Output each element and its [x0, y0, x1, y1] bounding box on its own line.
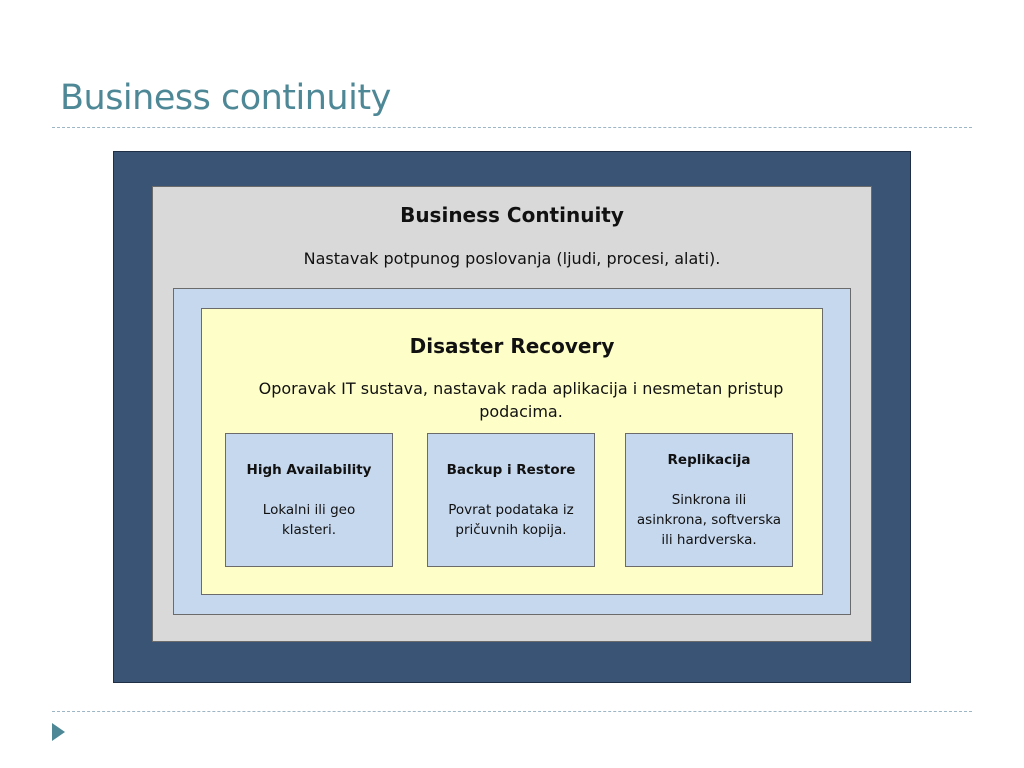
component-title: Replikacija — [667, 452, 751, 468]
page-title: Business continuity — [60, 78, 391, 118]
component-description: Lokalni ili geo klasteri. — [262, 502, 356, 538]
play-triangle-icon[interactable] — [52, 723, 65, 741]
title-divider — [52, 127, 972, 128]
component-title: Backup i Restore — [446, 462, 576, 478]
component-description: Sinkrona ili asinkrona, softverska ili h… — [636, 492, 782, 548]
disaster-recovery-description: Oporavak IT sustava, nastavak rada aplik… — [258, 379, 784, 421]
backup-restore-box: Backup i Restore Povrat podataka iz prič… — [427, 433, 595, 567]
component-title: High Availability — [246, 462, 372, 478]
footer-divider — [52, 711, 972, 712]
disaster-recovery-title: Disaster Recovery — [409, 334, 615, 358]
replication-box: Replikacija Sinkrona ili asinkrona, soft… — [625, 433, 793, 567]
business-continuity-title: Business Continuity — [400, 203, 624, 227]
component-description: Povrat podataka iz pričuvnih kopija. — [448, 502, 574, 538]
high-availability-box: High Availability Lokalni ili geo klaste… — [225, 433, 393, 567]
business-continuity-description: Nastavak potpunog poslovanja (ljudi, pro… — [303, 249, 721, 268]
